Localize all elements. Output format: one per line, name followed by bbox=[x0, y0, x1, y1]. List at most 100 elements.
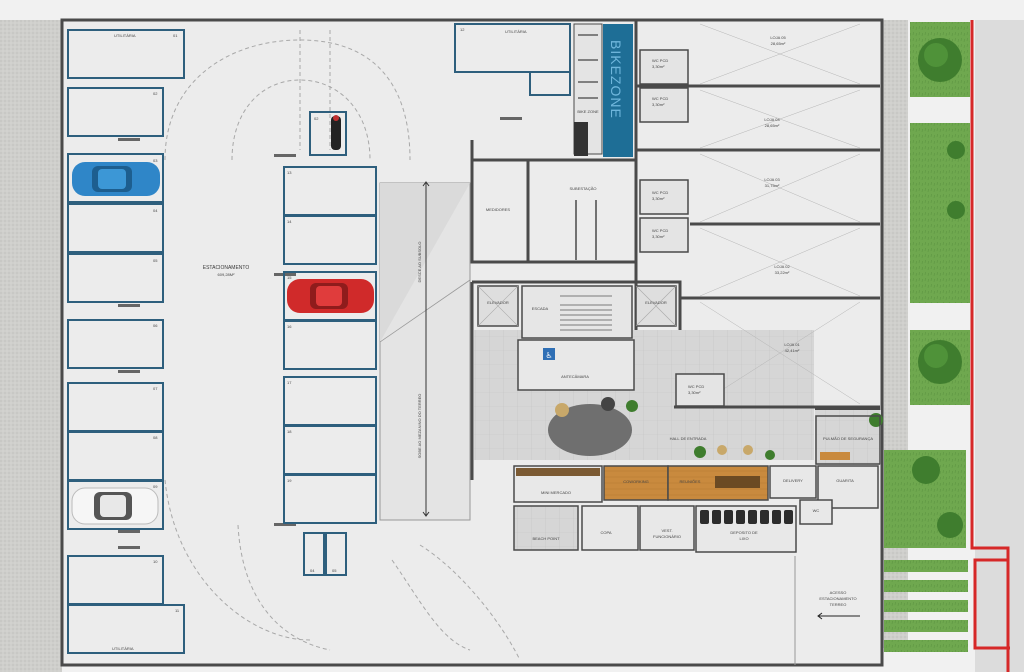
access-label-2: ESTACIONAMENTO bbox=[819, 596, 856, 601]
copa bbox=[581, 505, 639, 551]
entrance-hall-label: HALL DE ENTRADA bbox=[670, 436, 707, 441]
gravel-strip bbox=[0, 20, 62, 672]
left-parking-spots bbox=[67, 29, 185, 654]
ramp bbox=[379, 181, 471, 521]
car-white-icon bbox=[71, 487, 159, 525]
svg-text:WC PCD: WC PCD bbox=[652, 58, 668, 63]
drive-aisle-lines bbox=[164, 30, 521, 661]
meters-label: MEDIDORES bbox=[486, 207, 511, 212]
svg-text:LOJA 05: LOJA 05 bbox=[770, 35, 786, 40]
substation-label: SUBESTAÇÃO bbox=[569, 186, 596, 191]
svg-text:06: 06 bbox=[153, 323, 158, 328]
trash-label-2: LIXO bbox=[739, 536, 748, 541]
svg-text:13: 13 bbox=[287, 170, 292, 175]
svg-text:01: 01 bbox=[173, 33, 178, 38]
svg-text:3,30m²: 3,30m² bbox=[652, 196, 665, 201]
utility-bottom-label: UTILITÁRIA bbox=[112, 646, 134, 651]
svg-text:18: 18 bbox=[287, 429, 292, 434]
svg-text:14: 14 bbox=[287, 219, 292, 224]
tree-icons bbox=[912, 38, 965, 538]
center-spot-numbers: 13 14 15 16 17 18 19 02 04 05 bbox=[287, 116, 337, 573]
copa-label: COPA bbox=[600, 530, 611, 535]
ramp-down-label: DESCE AO SUBSOLO bbox=[417, 242, 422, 283]
elevator-right-label: ELEVADOR bbox=[645, 300, 667, 305]
bike-zone-label: BIKE ZONE bbox=[577, 109, 599, 114]
svg-text:3,30m²: 3,30m² bbox=[688, 390, 701, 395]
svg-text:28,65m²: 28,65m² bbox=[765, 123, 780, 128]
mini-market-label: MINI MERCADO bbox=[541, 490, 571, 495]
svg-text:03: 03 bbox=[153, 158, 158, 163]
guard-label: GUARITA bbox=[836, 478, 854, 483]
accessibility-icon bbox=[543, 348, 555, 360]
bike-zone-big-label: BIKEZONE bbox=[608, 40, 624, 119]
locker-room bbox=[639, 505, 695, 551]
svg-text:3,30m²: 3,30m² bbox=[652, 64, 665, 69]
svg-text:WC PCD: WC PCD bbox=[652, 228, 668, 233]
svg-text:LOJA 01: LOJA 01 bbox=[784, 342, 800, 347]
parking-label: ESTACIONAMENTO bbox=[203, 265, 250, 271]
access-label-3: TERREO bbox=[830, 602, 847, 607]
svg-text:WC PCD: WC PCD bbox=[688, 384, 704, 389]
lounge-rug bbox=[548, 404, 632, 456]
car-red-icon bbox=[287, 279, 374, 313]
delivery-label: DELIVERY bbox=[783, 478, 803, 483]
trash-label-1: DEPOSITO DE bbox=[730, 530, 758, 535]
left-spot-numbers: 01 02 03 04 05 06 07 08 09 10 11 bbox=[153, 33, 180, 613]
elevator-left-label: ELEVADOR bbox=[487, 300, 509, 305]
svg-text:♿: ♿ bbox=[545, 351, 552, 360]
side-paving bbox=[880, 20, 908, 648]
svg-text:05: 05 bbox=[153, 258, 158, 263]
car-blue-icon bbox=[72, 162, 160, 196]
svg-text:08: 08 bbox=[153, 435, 158, 440]
utility-12 bbox=[454, 23, 571, 96]
lounge-chairs bbox=[555, 397, 883, 460]
sidewalk bbox=[975, 20, 1024, 672]
bike-zone bbox=[603, 24, 633, 157]
motorcycle-icon bbox=[331, 115, 341, 150]
svg-text:05: 05 bbox=[332, 568, 337, 573]
lawn-stripes bbox=[884, 560, 968, 652]
coworking-label: COWORKING bbox=[623, 479, 649, 484]
ramp-up-label: SOBE AO MEZANINO DO TERREO bbox=[417, 394, 422, 459]
store-diagonals bbox=[699, 23, 861, 405]
svg-text:07: 07 bbox=[153, 386, 158, 391]
wc-guard-label: WC bbox=[813, 508, 820, 513]
svg-text:28,65m²: 28,65m² bbox=[771, 41, 786, 46]
access-arrow-icon bbox=[817, 612, 860, 620]
access-label-1: ACESSO bbox=[830, 590, 847, 595]
stairs bbox=[521, 285, 633, 339]
antechamber bbox=[517, 339, 635, 391]
store-walls bbox=[636, 84, 880, 409]
stairs-label: ESCADA bbox=[532, 306, 549, 311]
delivery-room bbox=[769, 465, 817, 499]
svg-text:17: 17 bbox=[287, 380, 292, 385]
center-parking-spots bbox=[283, 111, 377, 576]
svg-text:WC PCD: WC PCD bbox=[652, 96, 668, 101]
locker-label-2: FUNCIONÁRIO bbox=[653, 534, 681, 539]
svg-text:09: 09 bbox=[153, 484, 158, 489]
svg-text:3,30m²: 3,30m² bbox=[652, 102, 665, 107]
svg-text:19: 19 bbox=[287, 478, 292, 483]
antechamber-label: ANTECÂMARA bbox=[561, 374, 589, 379]
svg-text:LOJA 02: LOJA 02 bbox=[774, 264, 790, 269]
svg-text:10: 10 bbox=[153, 559, 158, 564]
svg-text:15: 15 bbox=[287, 275, 292, 280]
utility-top-label: UTILITÁRIA bbox=[114, 33, 136, 38]
svg-text:02: 02 bbox=[153, 91, 158, 96]
lung-label: PULMÃO DE SEGURANÇA bbox=[823, 436, 873, 441]
svg-text:33,22m²: 33,22m² bbox=[775, 270, 790, 275]
wc-labels: WC PCD 3,30m² WC PCD 3,30m² WC PCD 3,30m… bbox=[652, 58, 704, 395]
store-labels: LOJA 05 28,65m² LOJA 04 28,65m² LOJA 03 … bbox=[764, 35, 800, 353]
beach-point-label: BEACH POINT bbox=[532, 536, 560, 541]
store-wcs bbox=[639, 49, 725, 407]
beach-point bbox=[513, 505, 579, 551]
svg-text:WC PCD: WC PCD bbox=[652, 190, 668, 195]
locker-label-1: VEST. bbox=[661, 528, 672, 533]
meetings-label: REUNIÕES bbox=[680, 479, 701, 484]
svg-text:04: 04 bbox=[310, 568, 315, 573]
svg-text:16: 16 bbox=[287, 324, 292, 329]
svg-text:12: 12 bbox=[460, 27, 465, 32]
utility-12-label: UTILITÁRIA bbox=[505, 29, 527, 34]
svg-text:02: 02 bbox=[314, 116, 319, 121]
